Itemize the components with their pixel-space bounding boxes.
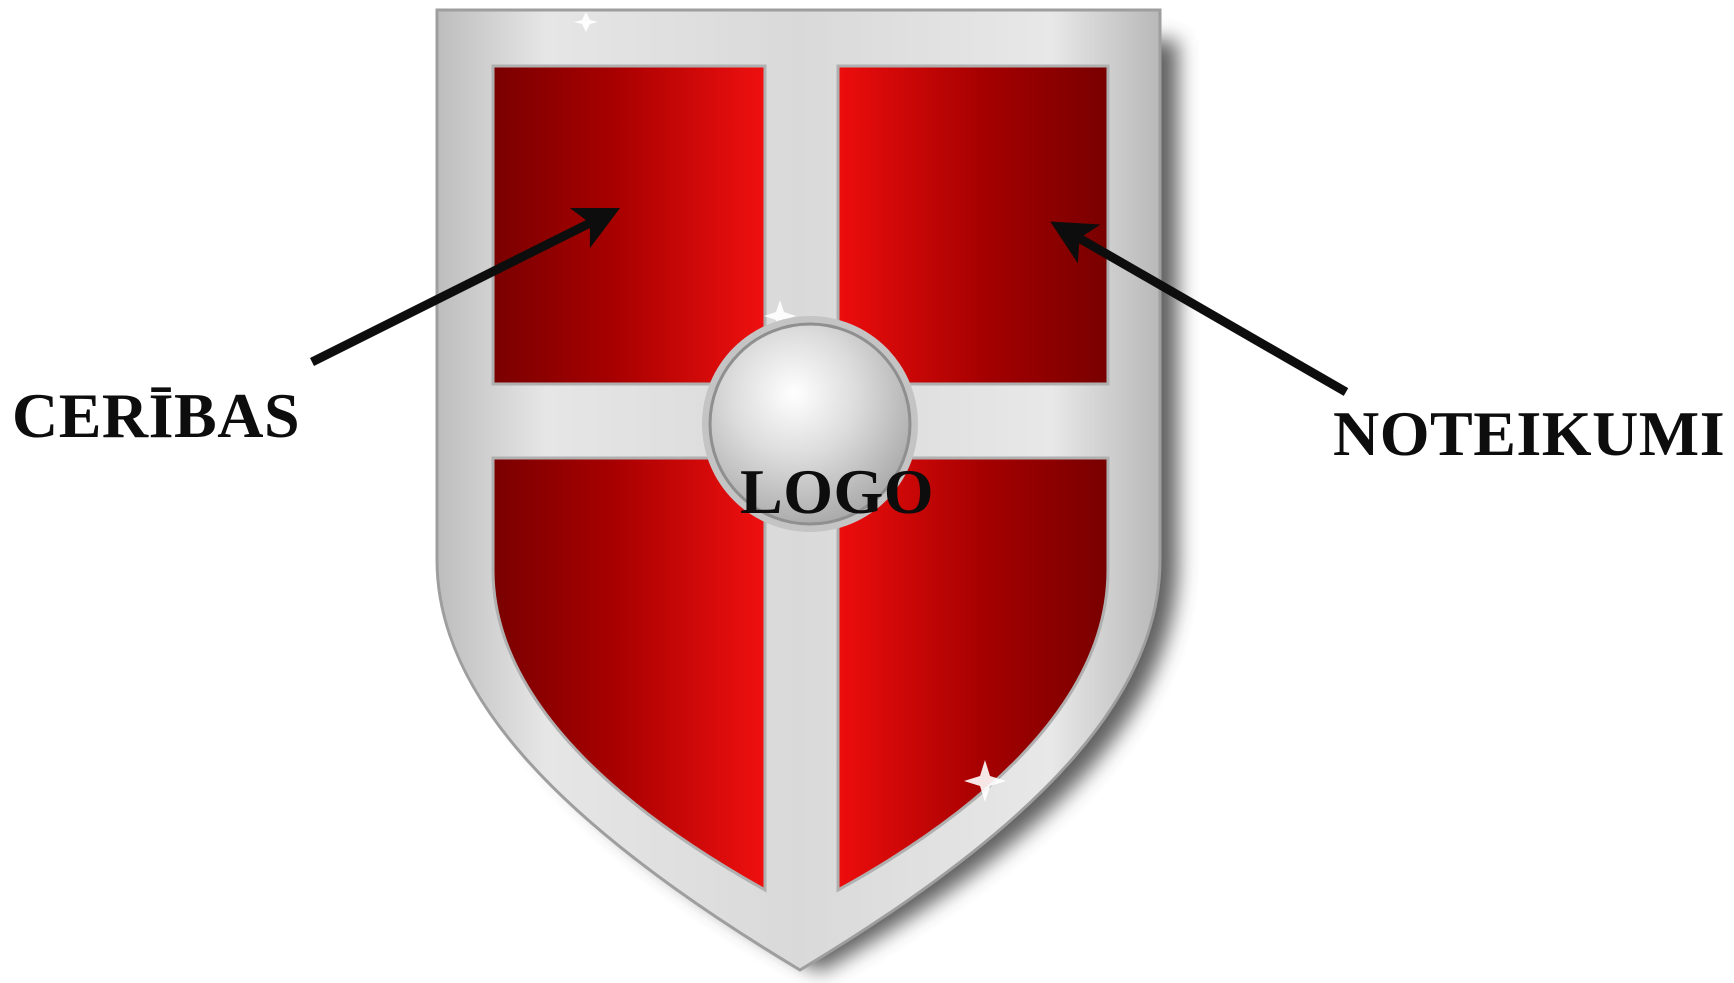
label-ceribas: CERĪBAS [12, 384, 300, 448]
label-noteikumi: NOTEIKUMI [1333, 402, 1725, 466]
shield-upper-right-quarter [838, 66, 1108, 384]
label-logo: LOGO [740, 460, 934, 524]
shield-upper-left-quarter [493, 66, 765, 384]
